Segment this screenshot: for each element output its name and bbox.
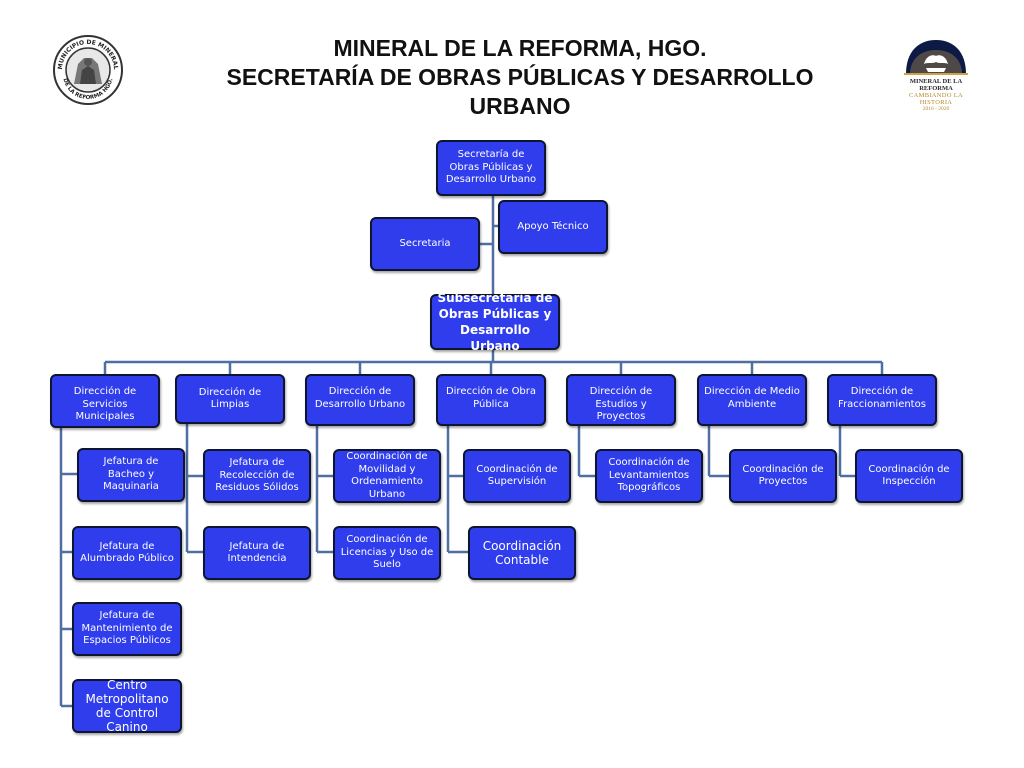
org-box-coordinacion-contable[interactable]: Coordinación Contable	[468, 526, 576, 580]
org-box-coordinacion-proyectos[interactable]: Coordinación de Proyectos	[729, 449, 837, 503]
org-box-coordinacion-levantamientos[interactable]: Coordinación de Levantamientos Topográfi…	[595, 449, 703, 503]
brand-name: MINERAL DE LA REFORMA	[909, 78, 963, 92]
org-box-centro-control-canino[interactable]: Centro Metropolitano de Control Canino	[72, 678, 182, 734]
org-box-coordinacion-movilidad[interactable]: Coordinación de Movilidad y Ordenamiento…	[333, 449, 441, 503]
org-box-direccion-estudios-proyectos[interactable]: Dirección de Estudios y Proyectos	[566, 374, 676, 426]
org-box-coordinacion-supervision[interactable]: Coordinación de Supervisión	[463, 449, 571, 503]
org-box-subsecretaria[interactable]: Subsecretaría de Obras Públicas y Desarr…	[430, 291, 560, 353]
org-box-direccion-medio-ambiente[interactable]: Dirección de Medio Ambiente	[697, 374, 807, 426]
brand-slogan: CAMBIANDO LA HISTORIA	[909, 92, 963, 106]
org-box-jefatura-alumbrado[interactable]: Jefatura de Alumbrado Público	[72, 526, 182, 580]
org-box-direccion-desarrollo-urbano[interactable]: Dirección de Desarrollo Urbano	[305, 374, 415, 426]
org-box-coordinacion-inspeccion[interactable]: Coordinación de Inspección	[855, 449, 963, 503]
title-line-3: URBANO	[469, 93, 571, 119]
org-box-jefatura-intendencia[interactable]: Jefatura de Intendencia	[203, 526, 311, 580]
org-box-direccion-fraccionamientos[interactable]: Dirección de Fraccionamientos	[827, 374, 937, 426]
org-box-secretaria[interactable]: Secretaria	[370, 217, 480, 271]
brand-period: 2016 - 2020	[922, 106, 950, 112]
municipal-seal-logo: MUNICIPIO DE MINERAL DE LA REFORMA HGO.	[52, 34, 124, 106]
org-box-apoyo-tecnico[interactable]: Apoyo Técnico	[498, 200, 608, 254]
title-line-2: SECRETARÍA DE OBRAS PÚBLICAS Y DESARROLL…	[226, 64, 814, 90]
mineral-reforma-brand-logo: MINERAL DE LA REFORMA CAMBIANDO LA HISTO…	[896, 34, 976, 112]
page-title: MINERAL DE LA REFORMA, HGO. SECRETARÍA D…	[180, 34, 860, 121]
title-line-1: MINERAL DE LA REFORMA, HGO.	[333, 35, 707, 61]
org-box-direccion-limpias[interactable]: Dirección de Limpias	[175, 374, 285, 424]
org-box-coordinacion-licencias[interactable]: Coordinación de Licencias y Uso de Suelo	[333, 526, 441, 580]
org-box-jefatura-mantenimiento[interactable]: Jefatura de Mantenimiento de Espacios Pú…	[72, 602, 182, 656]
org-box-jefatura-recoleccion[interactable]: Jefatura de Recolección de Residuos Sóli…	[203, 449, 311, 503]
org-box-direccion-obra-publica[interactable]: Dirección de Obra Pública	[436, 374, 546, 426]
org-box-secretaria-obras-publicas[interactable]: Secretaría de Obras Públicas y Desarroll…	[436, 140, 546, 196]
org-box-jefatura-bacheo[interactable]: Jefatura de Bacheo y Maquinaria	[77, 448, 185, 502]
org-box-direccion-servicios-municipales[interactable]: Dirección de Servicios Municipales	[50, 374, 160, 428]
